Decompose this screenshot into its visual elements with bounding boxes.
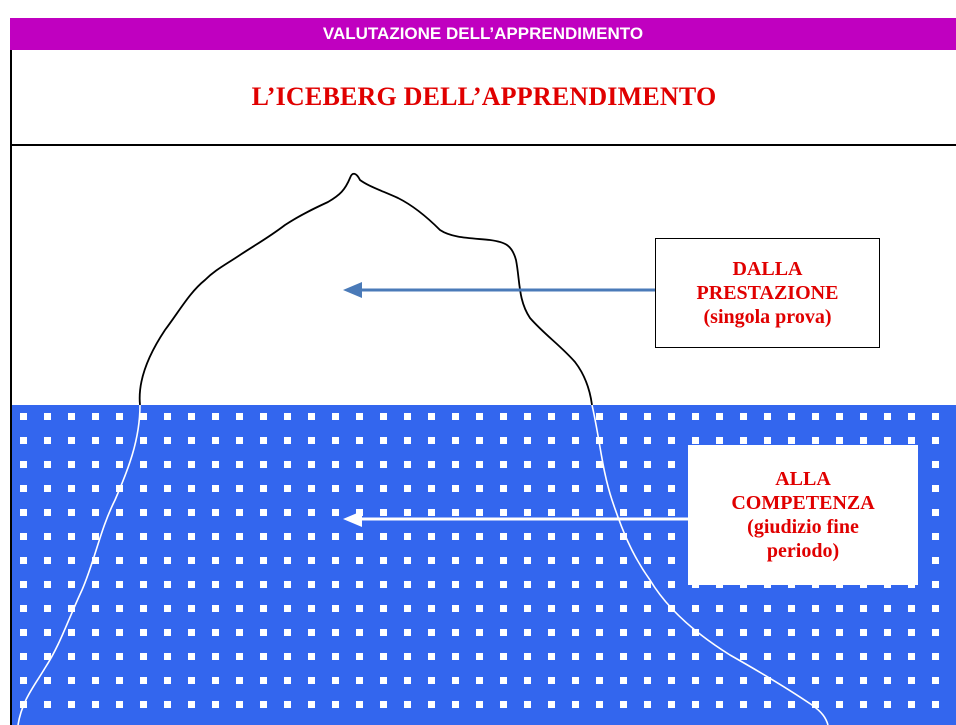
performance-line-1: DALLA (732, 258, 803, 280)
arrow-bottom (343, 511, 688, 527)
performance-line-2: PRESTAZIONE (696, 282, 839, 304)
page-title: L’ICEBERG DELL’APPRENDIMENTO (251, 82, 717, 111)
competence-line-3: (giudizio fine (747, 516, 859, 538)
competence-line-1: ALLA (775, 468, 831, 490)
section-banner: VALUTAZIONE DELL’APPRENDIMENTO (10, 18, 956, 50)
competence-label-box: ALLA COMPETENZA (giudizio fine periodo) (688, 445, 918, 585)
iceberg-underwater-outline (17, 404, 829, 725)
arrow-top (343, 282, 655, 298)
section-title: VALUTAZIONE DELL’APPRENDIMENTO (322, 24, 644, 43)
performance-label-box: DALLA PRESTAZIONE (singola prova) (655, 238, 880, 348)
competence-line-4: periodo) (766, 540, 840, 562)
title-box: L’ICEBERG DELL’APPRENDIMENTO (10, 50, 956, 146)
competence-line-2: COMPETENZA (731, 492, 875, 514)
performance-line-3: (singola prova) (703, 306, 832, 328)
iceberg-tip-outline (138, 172, 593, 406)
content-frame (10, 146, 956, 725)
